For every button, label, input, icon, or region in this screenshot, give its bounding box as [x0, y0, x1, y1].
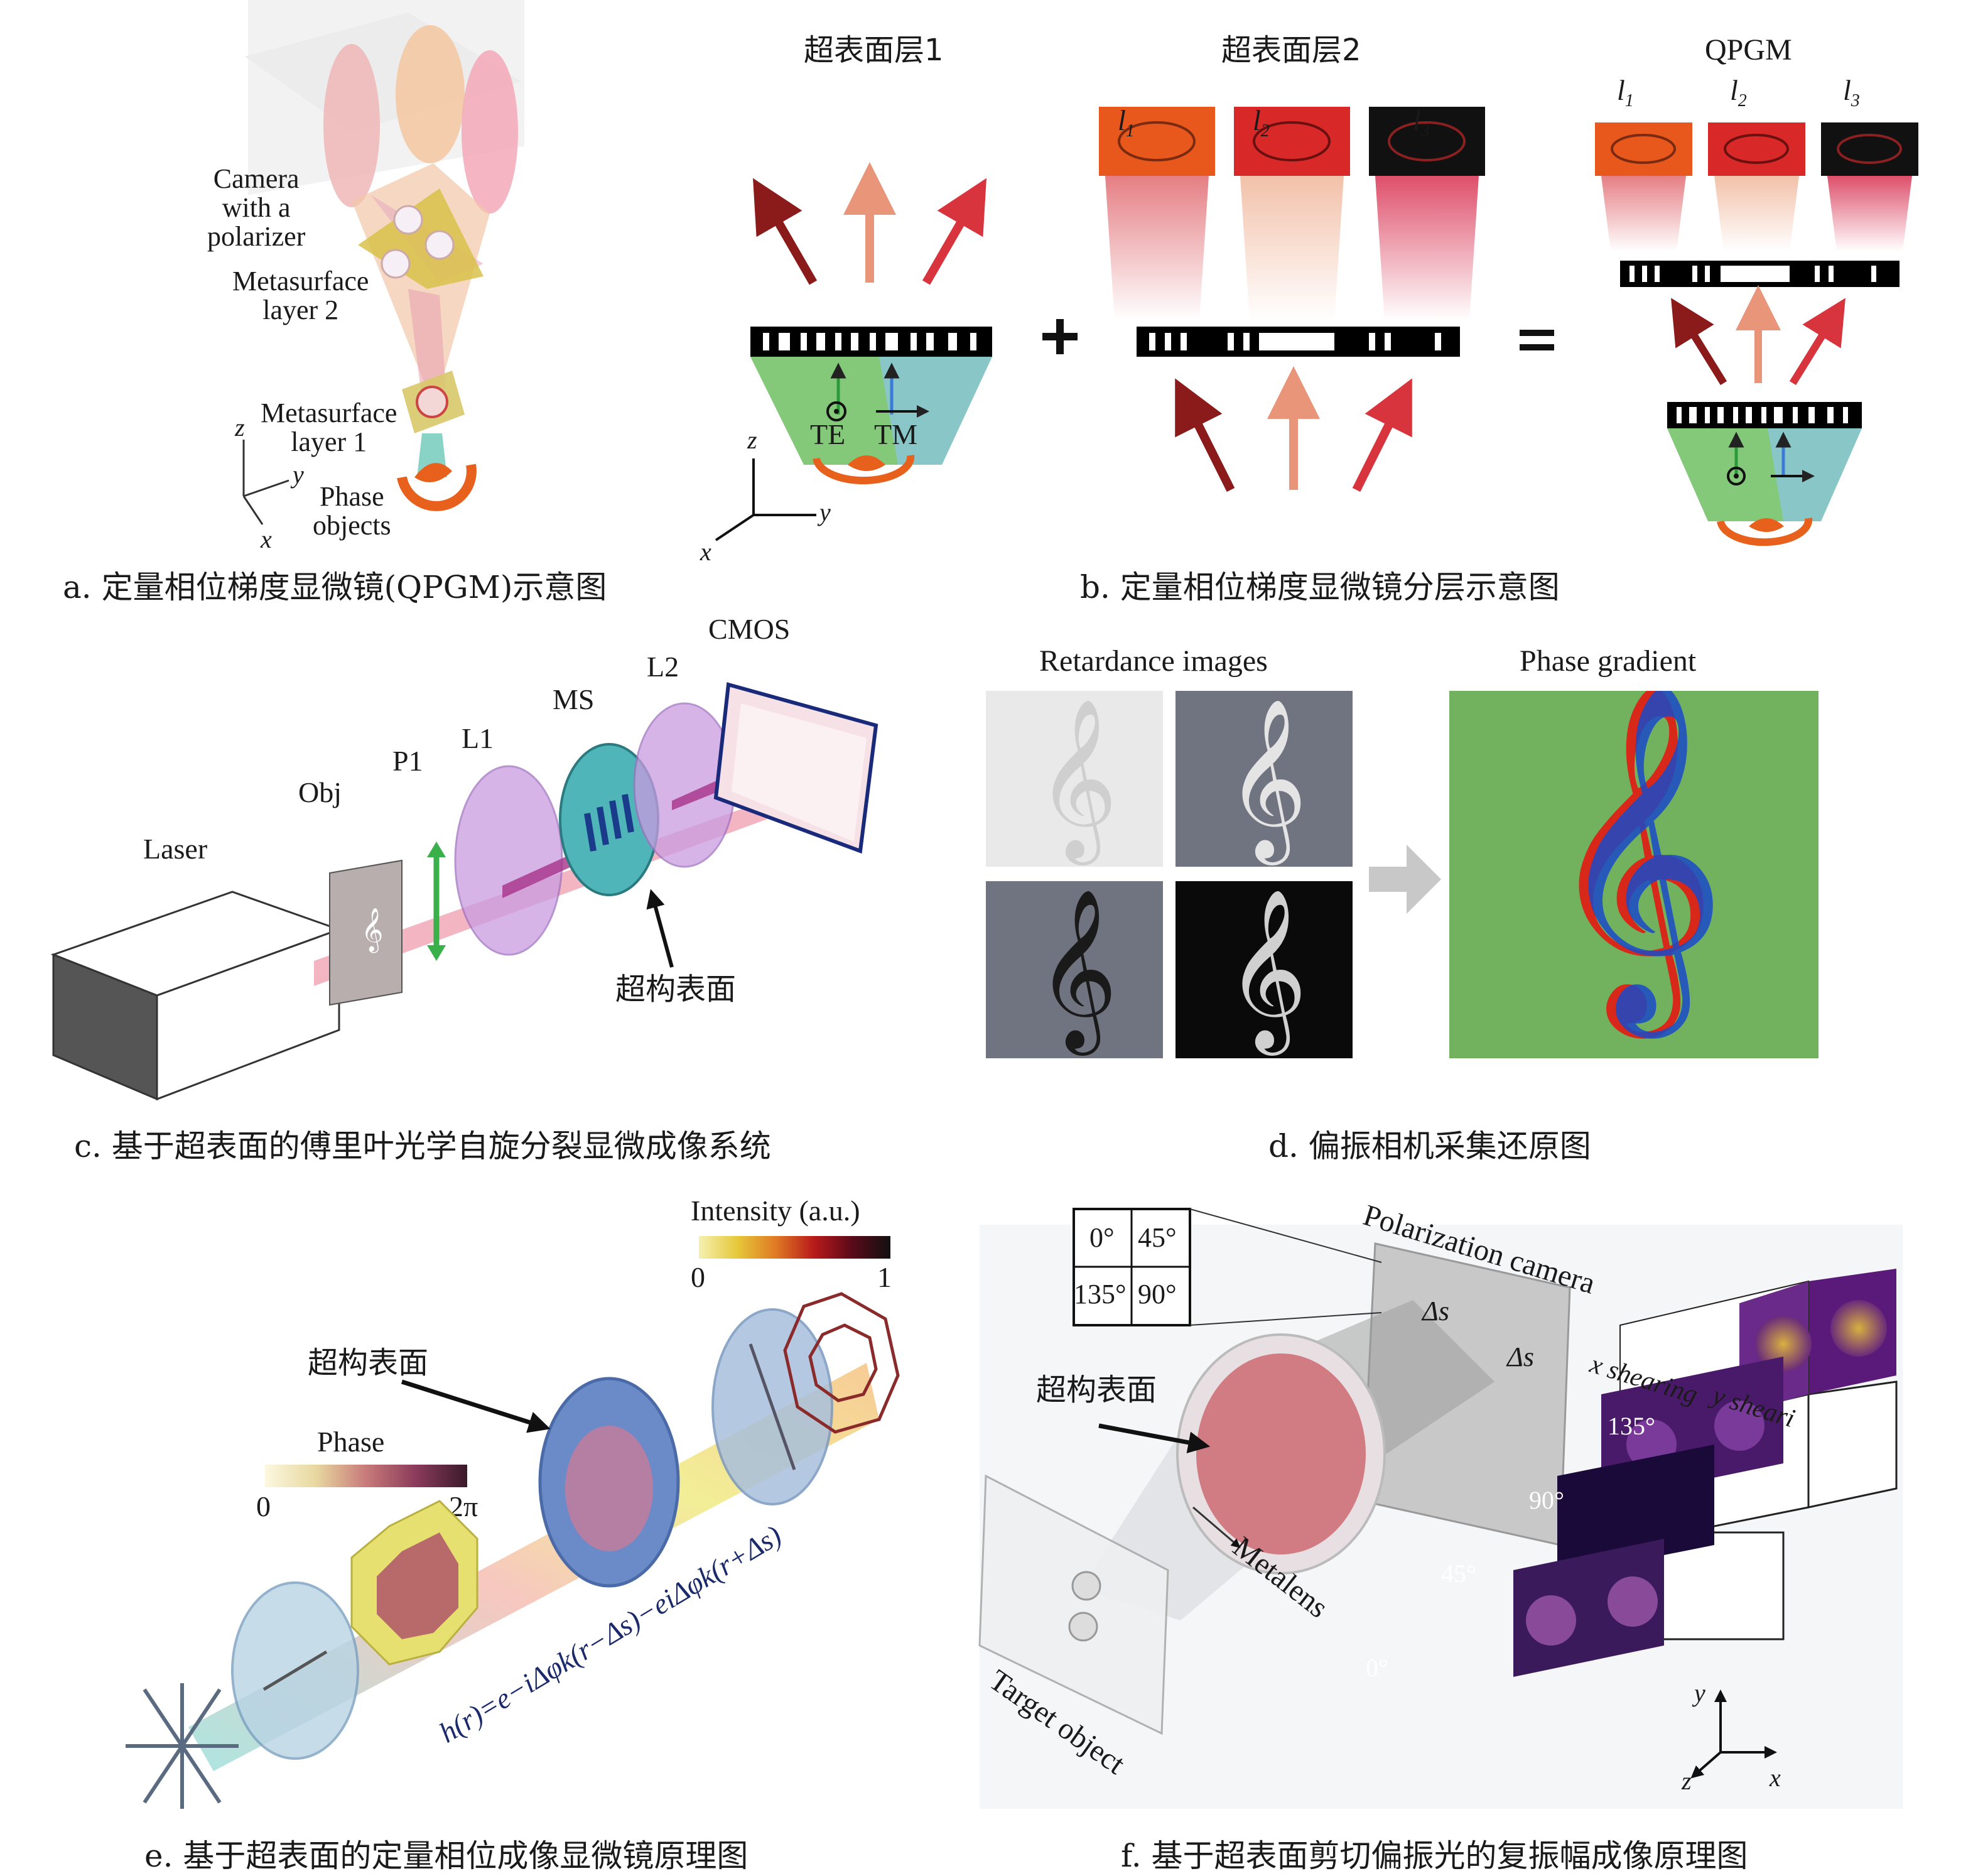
title-layer2: 超表面层2 [1221, 33, 1361, 68]
l3-letter: l [1413, 104, 1421, 136]
angle-90: 90° [1138, 1279, 1177, 1309]
l1-sub: 1 [1125, 121, 1135, 141]
l3q-sub: 3 [1851, 91, 1860, 111]
qpi-schematic [126, 1292, 900, 1809]
l1q-letter: l [1617, 74, 1625, 106]
img-45-label: 45° [1441, 1559, 1476, 1588]
intensity-max: 1 [877, 1261, 892, 1293]
axis-x-label: x [261, 525, 272, 553]
clef-1: 𝄞 [1036, 697, 1118, 858]
img-135-label: 135° [1608, 1412, 1655, 1440]
panel-d: Retardance images Phase gradient 𝄞 𝄞 𝄞 𝄞… [973, 603, 1978, 1168]
l1q-sub: 1 [1624, 91, 1634, 111]
axis-y-label: y [293, 460, 304, 489]
phase-gradient-title: Phase gradient [1520, 644, 1697, 678]
optical-system: 𝄞 [50, 682, 878, 1101]
camera-label: Camera with a polarizer [207, 163, 306, 252]
l1-label-qpgm: l1 [1617, 75, 1634, 111]
l2q-letter: l [1730, 74, 1738, 106]
f-axis-y: y [1694, 1679, 1705, 1707]
retardance-image-1 [986, 691, 1163, 867]
caption-f: f. 基于超表面剪切偏振光的复振幅成像原理图 [1121, 1838, 1748, 1874]
l1-label-layer2: l1 [1118, 104, 1135, 141]
intensity-title: Intensity (a.u.) [691, 1195, 860, 1227]
phase-colorbar [265, 1465, 467, 1487]
l2q-sub: 2 [1738, 91, 1747, 111]
clef-2: 𝄞 [1226, 697, 1308, 858]
b-axis-y: y [819, 498, 831, 526]
l2-label-layer2: l2 [1253, 104, 1270, 141]
panel-b: 超表面层1 超表面层2 QPGM [691, 0, 1978, 605]
caption-e: e. 基于超表面的定量相位成像显微镜原理图 [144, 1838, 749, 1874]
gray-arrow [1369, 845, 1441, 914]
img-90-label: 90° [1529, 1486, 1564, 1514]
l3-label-layer2: l3 [1413, 104, 1430, 141]
laser-label: Laser [143, 833, 208, 865]
caption-b: b. 定量相位梯度显微镜分层示意图 [1080, 569, 1560, 605]
title-layer1: 超表面层1 [804, 33, 944, 68]
clef-phase-blue: 𝄞 [1553, 691, 1727, 1022]
ds2-label: Δs [1507, 1342, 1534, 1372]
l1-label: L1 [462, 722, 494, 754]
l3-label-qpgm: l3 [1843, 75, 1860, 111]
angle-45: 45° [1138, 1222, 1177, 1253]
metasurface-layer1-label: Metasurface layer 1 [261, 398, 397, 458]
l2-sub: 2 [1260, 121, 1270, 141]
retardance-title: Retardance images [1039, 644, 1268, 678]
clef-phase-red: 𝄞 [1543, 691, 1718, 1022]
tm-label: TM [874, 418, 917, 450]
title-qpgm: QPGM [1705, 33, 1792, 67]
svg-text:𝄞: 𝄞 [361, 908, 383, 953]
phase-objects-label: Phase objects [313, 481, 391, 541]
l3q-letter: l [1843, 74, 1851, 106]
angle-0: 0° [1089, 1222, 1115, 1253]
retardance-image-3 [986, 881, 1163, 1058]
retardance-image-4 [1175, 881, 1353, 1058]
l2-label-qpgm: l2 [1730, 75, 1747, 111]
metasurface-label-c: 超构表面 [615, 972, 737, 1007]
ds1-label: Δs [1422, 1296, 1449, 1326]
obj-label: Obj [298, 776, 342, 808]
panel-a: Camera with a polarizer Metasurface laye… [0, 0, 691, 605]
phase-title: Phase [317, 1426, 385, 1458]
metasurface-label-e: 超构表面 [308, 1345, 429, 1380]
l2-letter: l [1253, 104, 1261, 136]
ms-label: MS [553, 683, 595, 715]
panel-f: 0° 45° 135° 90° Polarization camera Δs Δ… [973, 1168, 1978, 1874]
axis-z-label: z [235, 413, 245, 442]
caption-c: c. 基于超表面的傅里叶光学自旋分裂显微成像系统 [74, 1128, 771, 1164]
l2-label: L2 [647, 651, 679, 683]
layer-diagram [715, 107, 1918, 546]
intensity-colorbar [699, 1236, 890, 1259]
panel-c: 𝄞 Laser Obj P1 L1 MS L2 CMOS 超构表面 c. 基于超… [0, 603, 973, 1168]
caption-d: d. 偏振相机采集还原图 [1268, 1128, 1591, 1164]
intensity-min: 0 [691, 1261, 705, 1293]
b-axis-x: x [700, 538, 711, 566]
caption-a: a. 定量相位梯度显微镜(QPGM)示意图 [63, 569, 607, 605]
retardance-image-2 [1175, 691, 1353, 867]
metasurface-label-f: 超构表面 [1036, 1372, 1157, 1407]
b-axis-z: z [747, 426, 757, 454]
img-0-label: 0° [1366, 1654, 1388, 1682]
f-axis-x: x [1770, 1764, 1781, 1792]
clef-4: 𝄞 [1226, 887, 1308, 1048]
shearing-schematic [978, 1208, 1898, 1779]
metasurface-layer2-label: Metasurface layer 2 [232, 266, 369, 326]
qpgm-schematic [242, 0, 524, 525]
phase-min: 0 [256, 1490, 271, 1522]
f-axis-z: z [1682, 1767, 1692, 1795]
te-label: TE [810, 418, 846, 450]
angle-135: 135° [1074, 1279, 1127, 1309]
cmos-label: CMOS [708, 613, 791, 645]
l3-sub: 3 [1420, 121, 1430, 141]
clef-3: 𝄞 [1036, 887, 1118, 1048]
p1-label: P1 [392, 745, 423, 777]
l1-letter: l [1118, 104, 1126, 136]
panel-e: Intensity (a.u.) 0 1 Phase 0 2π 超构表面 [0, 1168, 973, 1874]
phase-gradient-image: 𝄞 𝄞 [1449, 691, 1819, 1058]
